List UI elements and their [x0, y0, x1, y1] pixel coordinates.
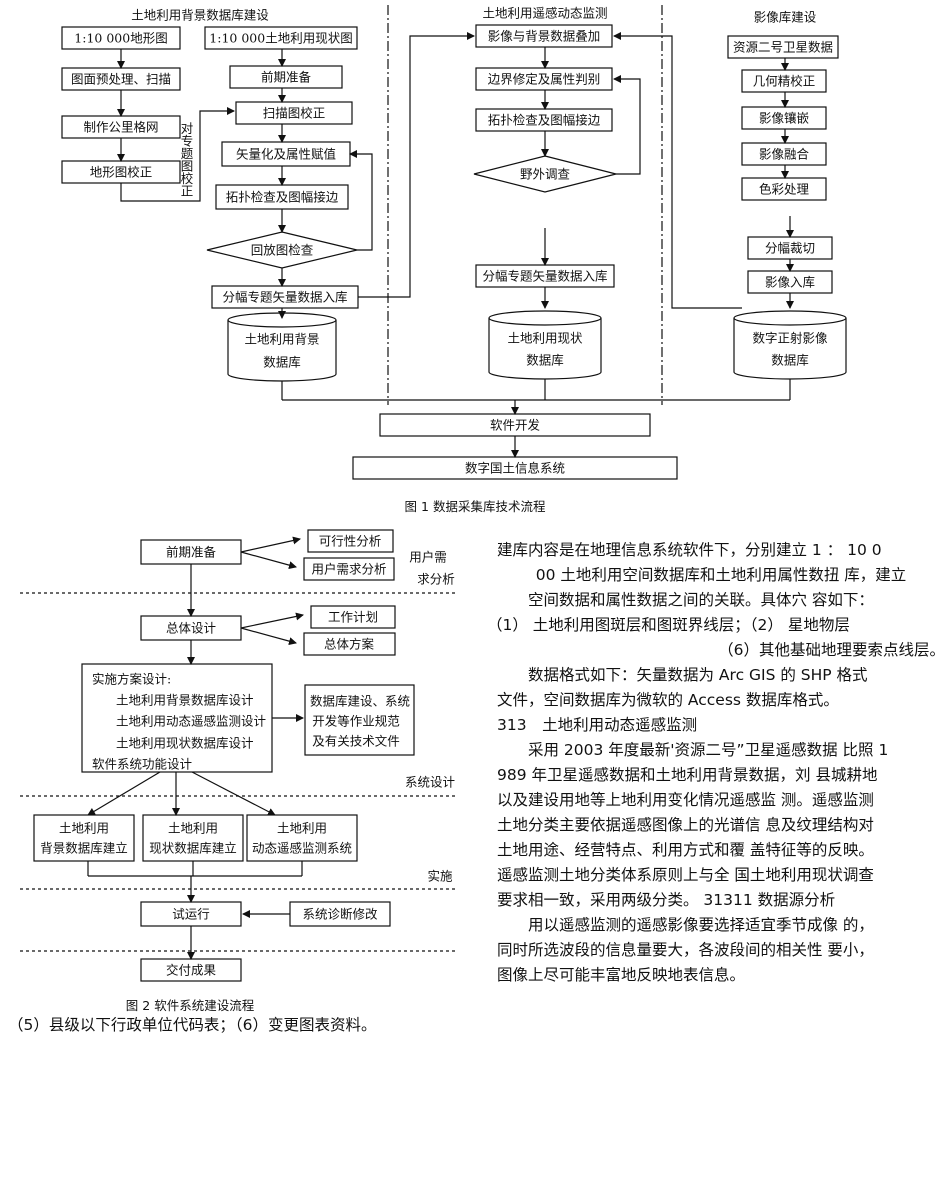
right-text-line-6: 文件，空间数据库为微软的 Access 数据库格式。	[497, 691, 839, 709]
f2-box-overall-plan: 总体方案	[324, 637, 375, 652]
f2-bg-db-1: 土地利用	[59, 821, 109, 836]
right-section-heading: 313 土地利用动态遥感监测	[497, 716, 698, 734]
figure2-flowchart: 前期准备 可行性分析 用户需求分析 用户需 求分析 总体设计 工作计划 总体方案…	[20, 529, 458, 982]
f2-impl-line-2: 土地利用动态遥感监测设计	[116, 714, 266, 729]
col3-title: 影像库建设	[754, 10, 817, 25]
right-text-line-17: 图像上尽可能丰富地反映地表信息。	[497, 966, 746, 984]
f2-impl-line-0: 实施方案设计:	[92, 672, 171, 687]
box-system: 数字国土信息系统	[465, 461, 565, 476]
f2-box-user-req: 用户需求分析	[311, 562, 386, 577]
box-topology-1: 拓扑检查及图幅接边	[226, 190, 339, 205]
right-text-line-3: （1） 土地利用图斑层和图斑界线层；（2） 星地物层	[487, 616, 850, 634]
f2-box-diagnose: 系统诊断修改	[302, 907, 378, 922]
figure1-caption: 图 1 数据采集库技术流程	[404, 499, 546, 514]
box-topology-2: 拓扑检查及图幅接边	[488, 113, 601, 128]
box-grid: 制作公里格网	[83, 120, 158, 135]
f2-impl-line-1: 土地利用背景数据库设计	[116, 693, 254, 708]
f2-box-work-plan: 工作计划	[328, 610, 378, 625]
box-software: 软件开发	[490, 418, 541, 433]
right-text-line-14: 要求相一致，采用两级分类。 31311 数据源分析	[497, 891, 836, 909]
box-color: 色彩处理	[759, 182, 810, 197]
f2-status-db-1: 土地利用	[168, 821, 218, 836]
box-fusion: 影像融合	[759, 147, 810, 162]
figure1-flowchart: 土地利用背景数据库建设 1:10 000地形图 图面预处理、扫描 制作公里格网 …	[61, 5, 847, 480]
db-ortho-line1: 数字正射影像	[752, 331, 828, 346]
figure2-caption: 图 2 软件系统建设流程	[125, 998, 255, 1013]
f2-impl-line-3: 土地利用现状数据库设计	[116, 736, 254, 751]
box-satellite: 资源二号卫星数据	[733, 40, 833, 55]
left-column-text: （5）县级以下行政单位代码表；（6）变更图表资料。	[8, 1013, 478, 1038]
f2-box-trial: 试运行	[172, 907, 210, 922]
box-mosaic: 影像镶嵌	[759, 111, 809, 126]
right-text-line-13: 遥感监测土地分类体系原则上与全 国土地利用现状调查	[497, 866, 874, 884]
f2-label-impl: 实施	[427, 869, 453, 884]
db-bg-line1: 土地利用背景	[244, 332, 319, 347]
box-sheet-import-2: 分幅专题矢量数据入库	[482, 269, 607, 284]
side-label-correct: 对专题图校正	[179, 122, 194, 197]
db-status-line2: 数据库	[526, 353, 564, 368]
left-text-line: （5）县级以下行政单位代码表；（6）变更图表资料。	[8, 1016, 377, 1034]
right-text-line-2: 空间数据和属性数据之间的关联。具体穴 容如下：	[528, 591, 874, 609]
right-column-text: 建库内容是在地理信息系统软件下，分别建立 1 ： 10 0 00 土地利用空间数…	[487, 538, 945, 988]
right-text-line-15: 用以遥感监测的遥感影像要选择适宜季节成像 的，	[528, 916, 874, 934]
box-status-map: 1:10 000土地利用现状图	[209, 31, 352, 46]
right-text-line-4: （6）其他基础地理要索点线层。	[718, 641, 945, 659]
right-text-line-1: 00 土地利用空间数据库和土地利用属性数扭 库，建立	[535, 566, 907, 584]
box-prep: 前期准备	[261, 70, 312, 85]
right-text-line-8: 采用 2003 年度最新'资源二号”卫星遥感数据 比照 1	[528, 741, 889, 759]
box-cut: 分幅裁切	[765, 241, 815, 256]
db-bg-line2: 数据库	[263, 355, 301, 370]
f2-label-user-req-2: 求分析	[417, 572, 455, 587]
f2-spec-line-0: 数据库建设、系统	[310, 694, 410, 709]
f2-box-prep: 前期准备	[166, 545, 217, 560]
f2-box-delivery: 交付成果	[166, 963, 217, 978]
db-status-line1: 土地利用现状	[507, 331, 583, 346]
right-text-line-10: 以及建设用地等上地利用变化情况遥感监 测。遥感监测	[497, 791, 874, 809]
f2-impl-line-4: 软件系统功能设计	[92, 757, 192, 772]
box-overlay: 影像与背景数据叠加	[488, 29, 601, 44]
f2-status-db-2: 现状数据库建立	[149, 841, 237, 856]
col2-title: 土地利用遥感动态监测	[482, 6, 607, 21]
f2-label-system-design: 系统设计	[405, 775, 455, 790]
diamond-playback: 回放图检查	[251, 243, 314, 258]
right-text-line-9: 989 年卫星遥感数据和土地利用背景数据，刘 县城耕地	[497, 766, 878, 784]
box-scan-correct: 扫描图校正	[263, 106, 326, 121]
right-text-line-0: 建库内容是在地理信息系统软件下，分别建立 1 ： 10 0	[497, 541, 882, 559]
right-text-line-16: 同时所选波段的信息量要大，各波段间的相关性 要小，	[497, 941, 874, 959]
f2-box-overall: 总体设计	[166, 621, 216, 636]
col1-title: 土地利用背景数据库建设	[131, 8, 269, 23]
f2-monitor-2: 动态遥感监测系统	[252, 841, 352, 856]
f2-spec-line-2: 及有关技术文件	[312, 734, 400, 749]
f2-box-feasibility: 可行性分析	[319, 534, 382, 549]
f2-spec-line-1: 开发等作业规范	[312, 714, 400, 729]
box-preprocess: 图面预处理、扫描	[71, 72, 171, 87]
right-text-line-12: 土地用途、经营特点、利用方式和覆 盖特征等的反映。	[497, 841, 874, 859]
box-boundary: 边界修定及属性判别	[488, 72, 601, 87]
box-image-import: 影像入库	[765, 275, 815, 290]
box-topomap: 1:10 000地形图	[74, 31, 167, 46]
box-vectorize: 矢量化及属性赋值	[236, 147, 336, 162]
diamond-field: 野外调查	[520, 167, 571, 182]
f2-label-user-req-1: 用户需	[409, 550, 447, 565]
right-text-line-5: 数据格式如下：矢量数据为 Arc GIS 的 SHP 格式	[528, 666, 868, 684]
db-ortho-line2: 数据库	[771, 353, 809, 368]
box-geometric: 几何精校正	[753, 74, 816, 89]
box-sheet-import-1: 分幅专题矢量数据入库	[222, 290, 347, 305]
f2-bg-db-2: 背景数据库建立	[40, 841, 128, 856]
f2-monitor-1: 土地利用	[277, 821, 327, 836]
right-text-line-11: 土地分类主要依据遥感图像上的光谱信 息及纹理结构对	[497, 816, 874, 834]
box-topo-correct: 地形图校正	[90, 165, 153, 180]
